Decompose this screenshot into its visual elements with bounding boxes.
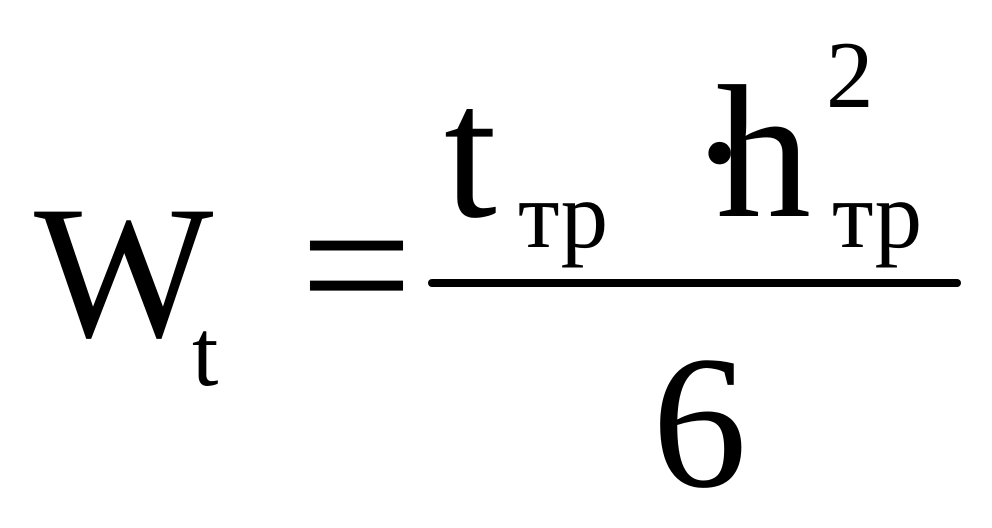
numerator-factor1-subscript: тр	[518, 162, 609, 268]
numerator-factor2-subscript: тр	[832, 162, 923, 268]
denominator: 6	[652, 318, 747, 528]
formula: W t = t тр · h 2 тр 6	[34, 22, 961, 518]
fraction-bar	[428, 279, 961, 287]
lhs-subscript: t	[192, 300, 219, 406]
multiplication-dot: ·	[688, 48, 752, 258]
numerator-factor2-superscript: 2	[826, 22, 874, 128]
numerator-factor2-variable: h	[716, 48, 811, 258]
lhs-variable: W	[34, 168, 214, 378]
equals-sign: =	[300, 155, 413, 376]
numerator-factor1-variable: t	[444, 48, 497, 258]
